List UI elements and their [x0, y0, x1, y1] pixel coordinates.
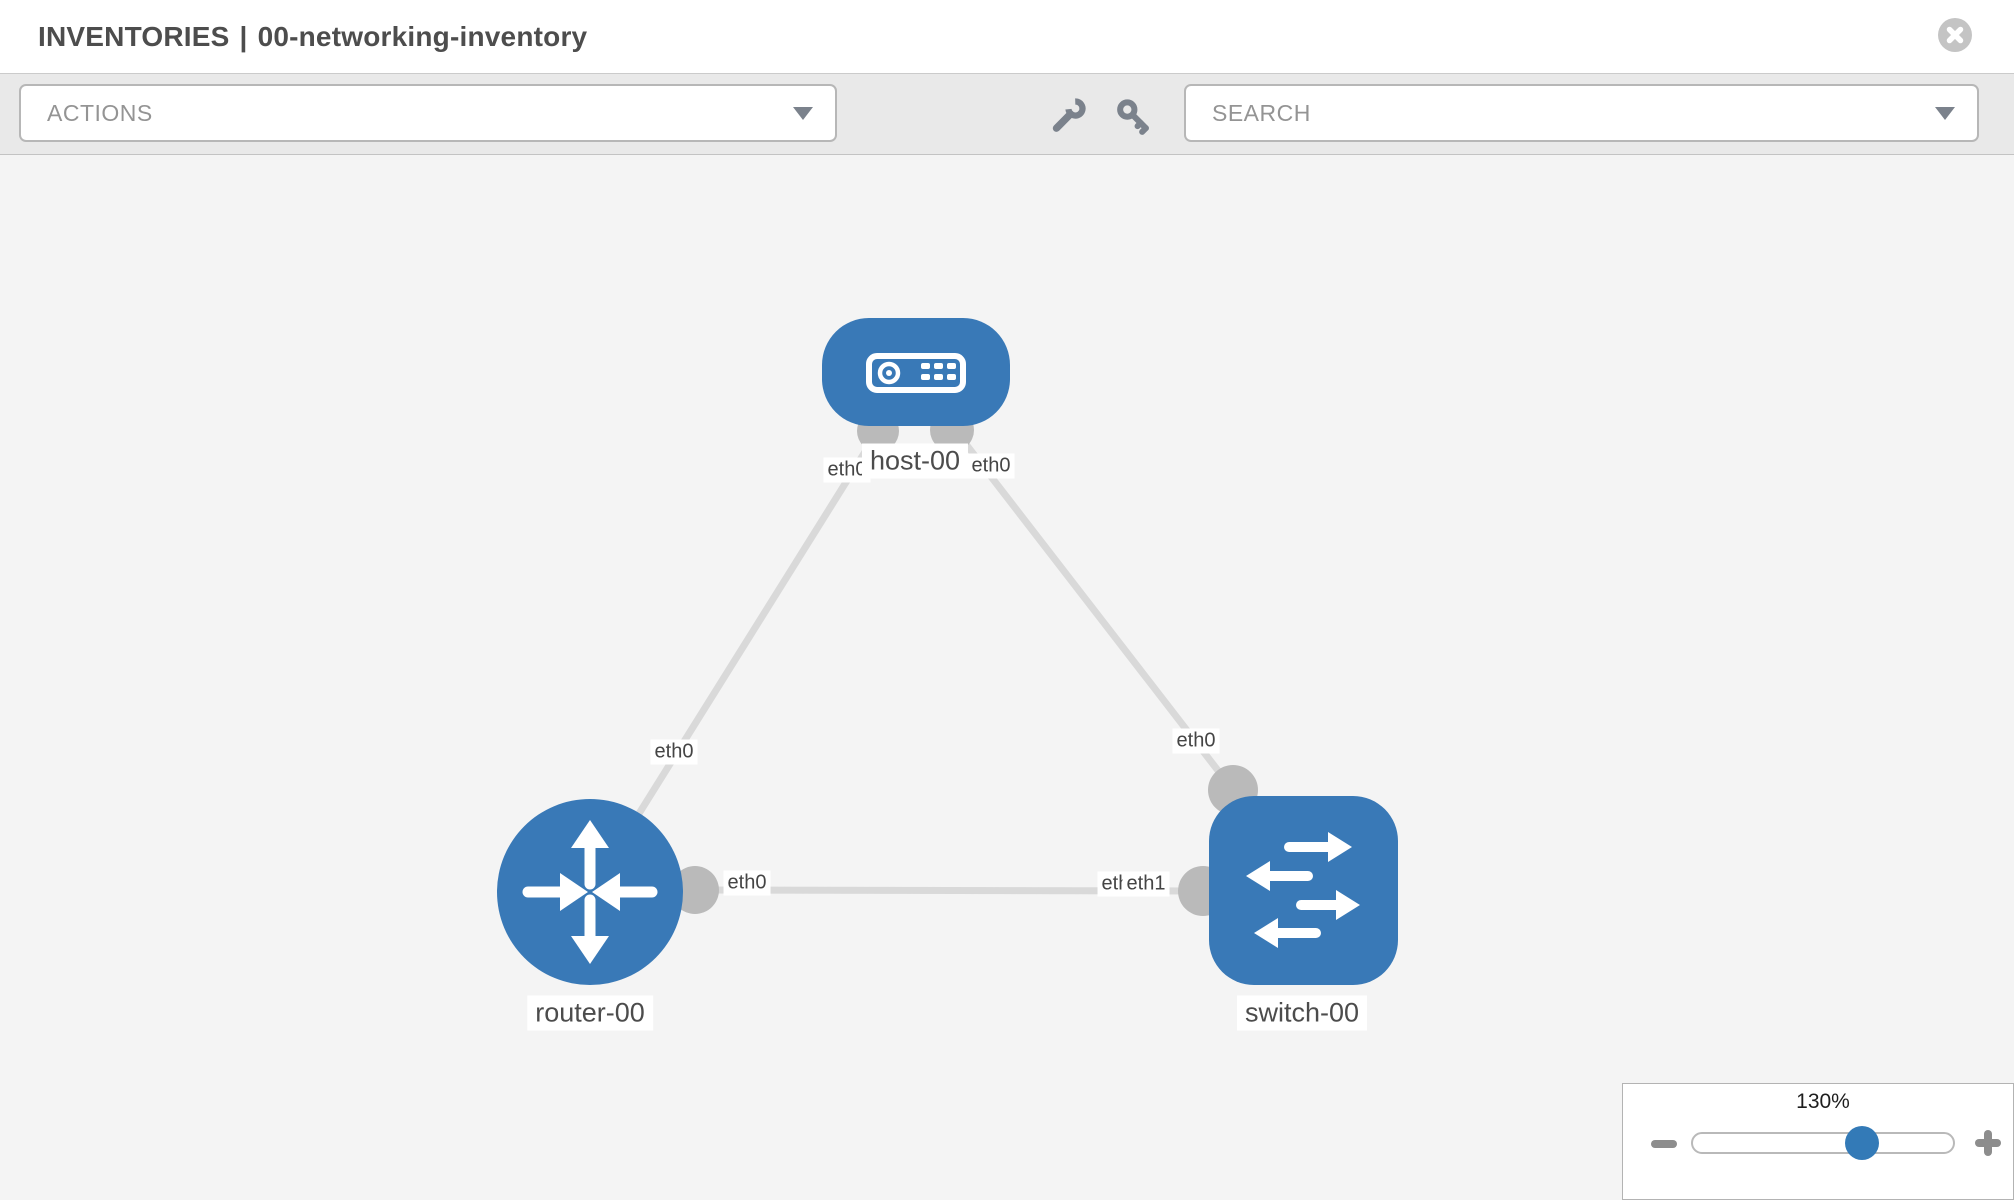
- toolbar: ACTIONS SEARCH: [0, 73, 2014, 155]
- wrench-icon: [1052, 98, 1086, 132]
- node-label-host: host-00: [861, 443, 969, 479]
- router-node-shape: [497, 799, 683, 985]
- switch-node-shape: [1209, 796, 1398, 985]
- interface-label: eth0: [723, 870, 771, 896]
- node-label-switch: switch-00: [1236, 995, 1368, 1031]
- interface-label: eth0: [967, 453, 1015, 479]
- router-icon: [522, 820, 658, 964]
- breadcrumb-inventories[interactable]: INVENTORIES: [38, 20, 230, 52]
- interface-label: eth0: [1172, 728, 1220, 754]
- zoom-slider-track[interactable]: [1691, 1132, 1955, 1154]
- host-node-shape: [822, 318, 1010, 426]
- node-label-router: router-00: [527, 995, 653, 1031]
- header: INVENTORIES | 00-networking-inventory: [0, 0, 2014, 73]
- switch-icon: [1246, 832, 1360, 948]
- zoom-out-button[interactable]: [1645, 1129, 1683, 1157]
- minus-icon: [1651, 1140, 1677, 1148]
- chevron-down-icon: [1935, 107, 1955, 120]
- zoom-slider-handle[interactable]: [1845, 1126, 1879, 1160]
- interface-label: eth1: [1122, 871, 1170, 897]
- configure-button[interactable]: [1046, 94, 1090, 138]
- node-router-00[interactable]: [497, 799, 683, 985]
- plus-icon: [1984, 1130, 1992, 1156]
- topology-canvas[interactable]: [0, 155, 2014, 1200]
- credentials-button[interactable]: [1111, 94, 1155, 138]
- inventory-name: 00-networking-inventory: [257, 20, 588, 52]
- actions-dropdown-label: ACTIONS: [47, 99, 153, 126]
- node-switch-00[interactable]: [1209, 796, 1398, 985]
- chevron-down-icon: [793, 107, 813, 120]
- close-icon: [1946, 26, 1964, 44]
- key-icon: [1117, 99, 1149, 135]
- zoom-percent: 130%: [1796, 1090, 1850, 1113]
- interface-label: eth0: [650, 739, 698, 765]
- search-dropdown[interactable]: SEARCH: [1184, 84, 1979, 142]
- zoom-in-button[interactable]: [1969, 1120, 2007, 1166]
- close-button[interactable]: [1938, 18, 1972, 52]
- zoom-panel: 130%: [1622, 1083, 2014, 1200]
- actions-dropdown[interactable]: ACTIONS: [19, 84, 837, 142]
- search-dropdown-label: SEARCH: [1212, 99, 1311, 126]
- breadcrumb-separator: |: [239, 20, 248, 52]
- page-title: INVENTORIES | 00-networking-inventory: [38, 0, 587, 73]
- host-icon: [866, 353, 966, 393]
- node-host-00[interactable]: [822, 318, 1010, 426]
